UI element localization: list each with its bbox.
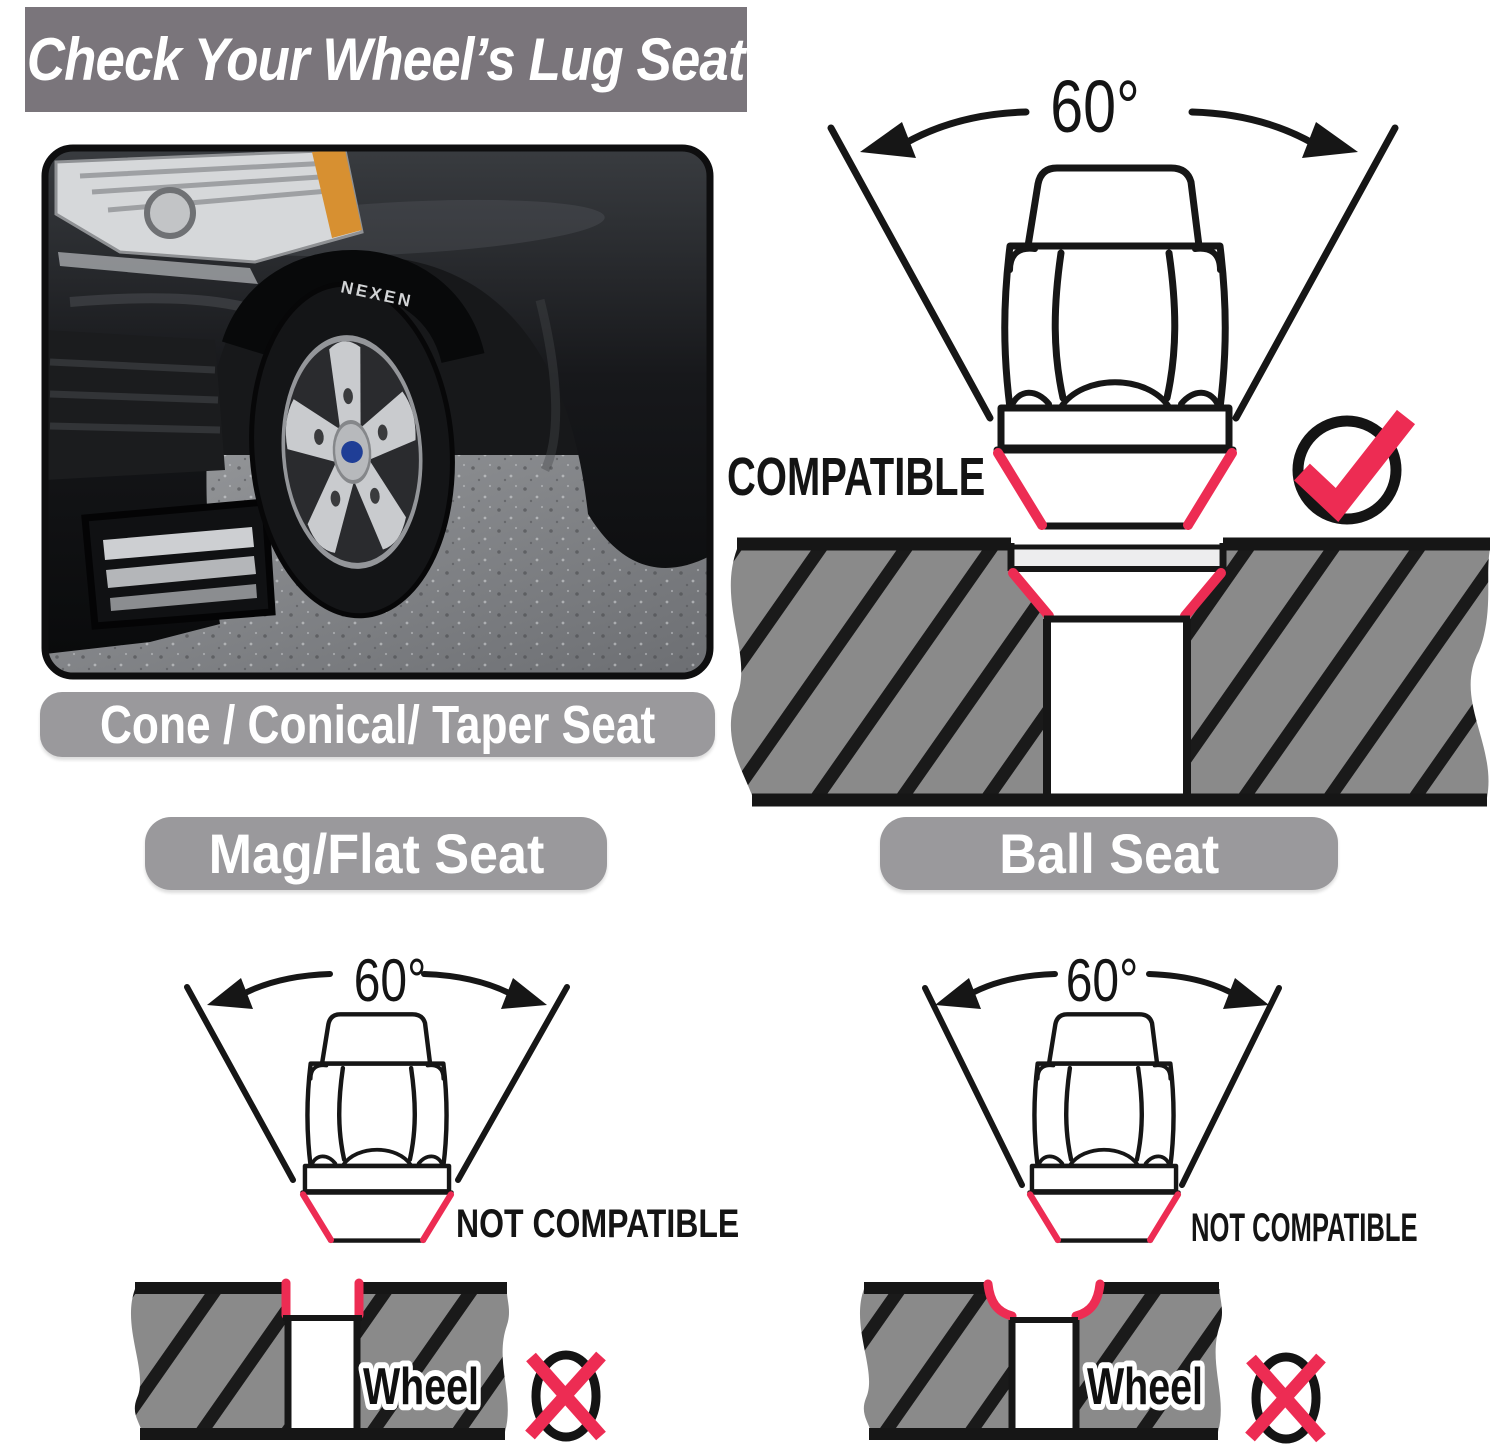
angle-arrow-right	[1146, 971, 1245, 1002]
angle-label: 60°	[353, 947, 427, 1014]
compatibility-status: NOT COMPATIBLE	[456, 1202, 740, 1246]
grille	[45, 330, 225, 480]
x-icon	[1245, 1352, 1326, 1444]
angle-diagram-cone	[827, 108, 1399, 526]
angle-line-left	[184, 984, 296, 1183]
seat-type-banner-mag: Mag/Flat Seat	[145, 817, 607, 890]
seat-type-label: Mag/Flat Seat	[208, 822, 544, 885]
page-title-banner: Check Your Wheel’s Lug Seat	[25, 7, 747, 112]
arrowhead-left-icon	[860, 122, 916, 158]
lug-nut-holes	[313, 388, 390, 510]
angle-arrow-left	[231, 971, 333, 1002]
arrowhead-right-icon	[501, 978, 547, 1009]
angle-line-right	[1179, 985, 1282, 1188]
lug-hole	[283, 1283, 362, 1432]
seat-highlight	[1008, 568, 1054, 621]
arrowhead-right-icon	[1223, 978, 1269, 1009]
angle-arrow-right	[1188, 108, 1328, 154]
rim	[281, 335, 423, 569]
car-photo: NEXEN	[41, 144, 714, 680]
wheel-label: Wheel	[363, 1358, 479, 1416]
angle-line-left	[922, 985, 1025, 1188]
check-icon	[1292, 409, 1416, 525]
wheel-label: Wheel	[1087, 1358, 1203, 1416]
arrowhead-left-icon	[935, 978, 981, 1009]
angle-line-right	[455, 984, 570, 1183]
seat-highlight	[983, 1279, 1017, 1321]
fog-lamp	[81, 498, 276, 630]
headlight	[54, 148, 364, 264]
turn-signal	[312, 150, 362, 238]
cross-section-mag: Wheel	[130, 1278, 510, 1440]
cross-section-ball: Wheel	[859, 1279, 1223, 1440]
seat-highlight	[1180, 568, 1226, 621]
angle-arrow-left	[959, 971, 1058, 1002]
angle-line-right	[1232, 124, 1399, 422]
seat-type-label: Cone / Conical/ Taper Seat	[99, 694, 656, 755]
angle-line-left	[827, 124, 994, 422]
photo-border	[41, 144, 714, 680]
lug-nut-icon	[302, 1014, 451, 1240]
angle-label: 60°	[1050, 65, 1140, 148]
arrowhead-left-icon	[207, 978, 253, 1009]
lug-hole	[1011, 543, 1223, 798]
seat-highlight	[1071, 1279, 1105, 1321]
angle-arrow-left	[890, 108, 1030, 154]
brand-badge	[341, 441, 363, 463]
angle-diagram-mag	[184, 971, 570, 1241]
angle-diagram-ball	[922, 971, 1282, 1241]
seat-type-label: Ball Seat	[998, 822, 1220, 885]
wheel-arch	[221, 250, 485, 365]
compatibility-status: NOT COMPATIBLE	[1191, 1206, 1418, 1250]
lug-nut-icon	[997, 168, 1233, 526]
lug-nut-icon	[1029, 1014, 1178, 1240]
page-title: Check Your Wheel’s Lug Seat	[27, 26, 745, 93]
seat-type-banner-cone: Cone / Conical/ Taper Seat	[40, 692, 715, 757]
angle-label: 60°	[1065, 947, 1139, 1014]
seat-type-banner-ball: Ball Seat	[880, 817, 1338, 890]
x-icon	[525, 1350, 606, 1442]
compatibility-status: COMPATIBLE	[727, 447, 986, 507]
cross-section-cone	[730, 537, 1490, 807]
arrowhead-right-icon	[1302, 122, 1358, 158]
